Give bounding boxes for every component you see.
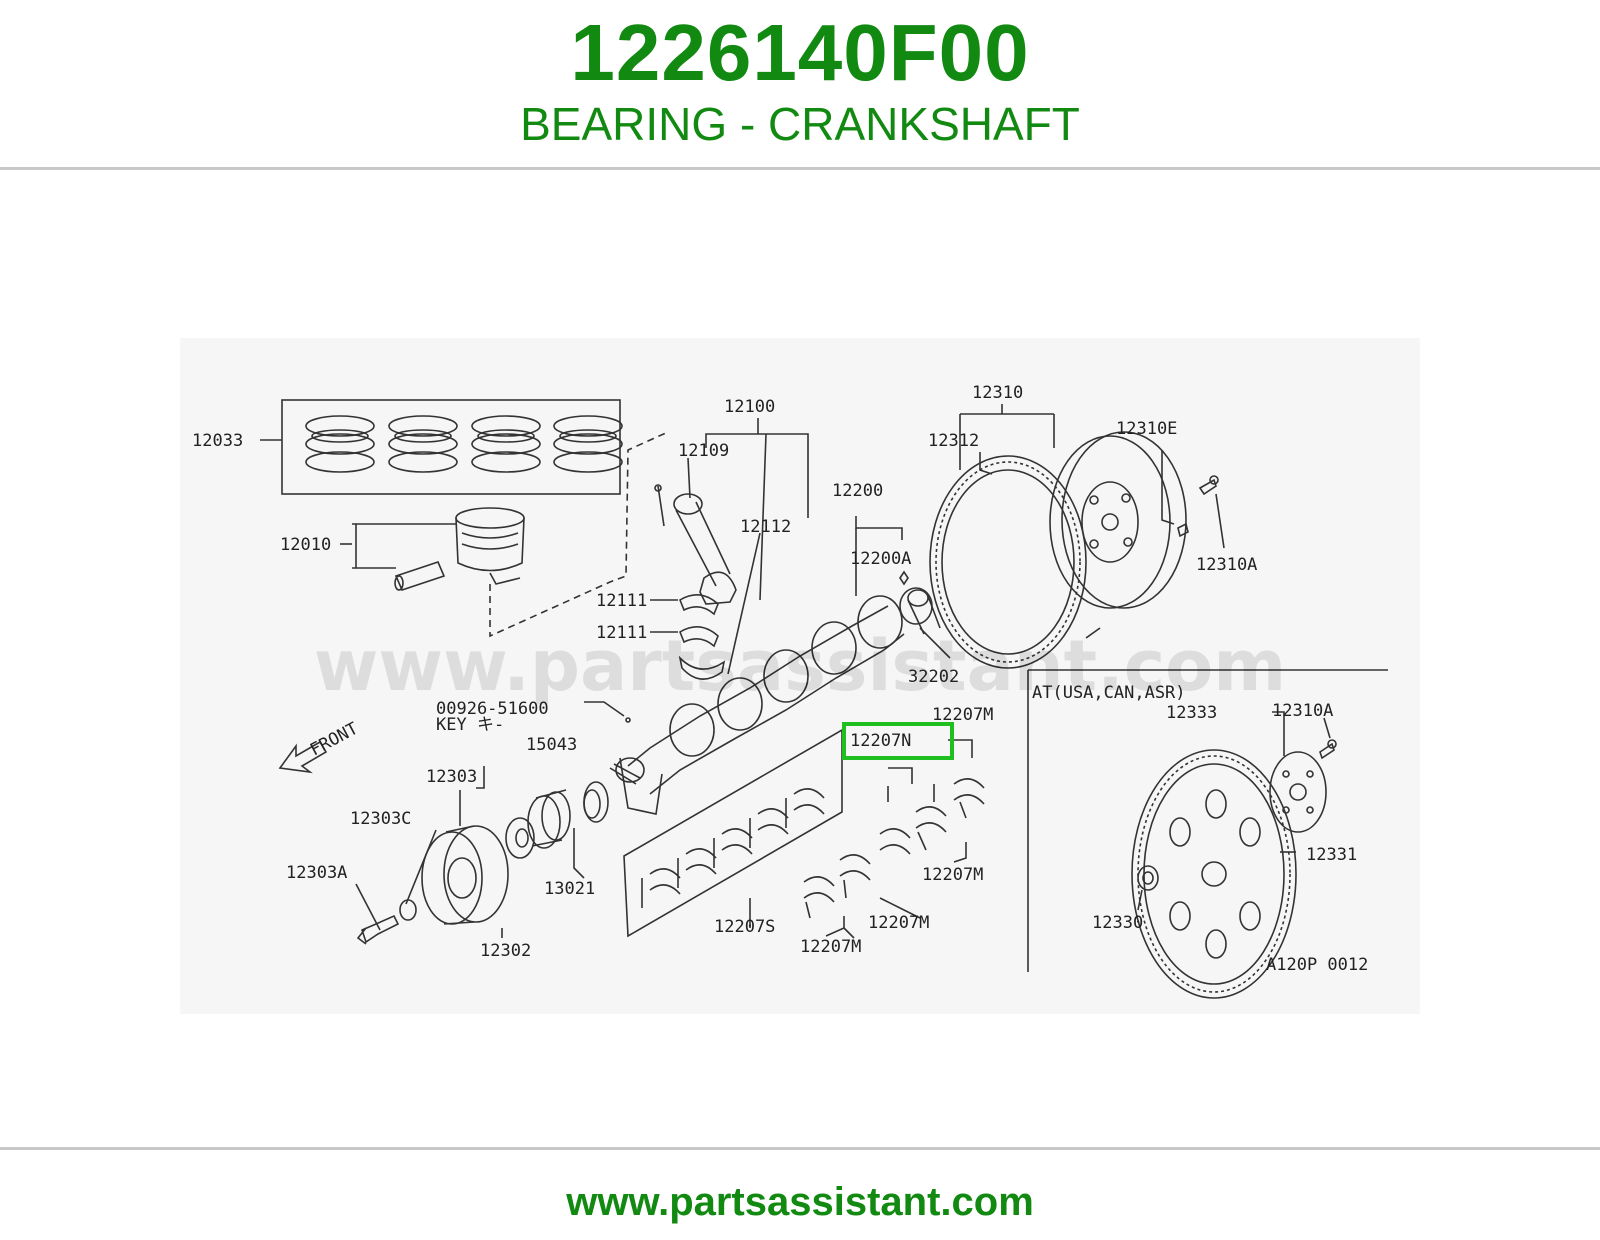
callout-12111-upper: 12111: [596, 591, 647, 611]
rod-cap: [678, 655, 726, 680]
callout-12207M-top: 12207M: [932, 705, 993, 725]
callout-key: KEY キ-: [436, 715, 504, 735]
callout-12310A: 12310A: [1196, 555, 1257, 575]
thrust-bearing-shells: [803, 778, 985, 919]
flywheel-bolt: [1177, 475, 1219, 538]
crank-pulley: [421, 825, 509, 925]
callout-12331: 12331: [1306, 845, 1357, 865]
pulley-washer: [399, 899, 417, 921]
callout-12312: 12312: [928, 431, 979, 451]
callout-12010: 12010: [280, 535, 331, 555]
parts-diagram: www.partsassistant.com 12033 12010 12100…: [180, 338, 1420, 1014]
callout-12310: 12310: [972, 383, 1023, 403]
callout-12200: 12200: [832, 481, 883, 501]
callout-00926-51600: 00926-51600: [436, 699, 549, 719]
callout-12111-lower: 12111: [596, 623, 647, 643]
drive-plate-reinforcement: [1269, 751, 1327, 833]
callout-12302: 12302: [480, 941, 531, 961]
callout-12333: 12333: [1166, 703, 1217, 723]
callout-12109: 12109: [678, 441, 729, 461]
drive-plate-bolt: [1319, 739, 1337, 760]
callout-12310A-at: 12310A: [1272, 701, 1333, 721]
callout-12207M-center: 12207M: [868, 913, 929, 933]
rod-bearing-upper: [679, 594, 719, 616]
crank-sprocket: [527, 789, 571, 849]
spacer-12330: [1137, 865, 1159, 891]
diagram-svg: www.partsassistant.com 12033 12010 12100…: [192, 383, 1388, 999]
callout-12303: 12303: [426, 767, 477, 787]
piston-pin: [394, 561, 446, 591]
callout-labels: 12033 12010 12100 12109 12112 12111 1211…: [192, 383, 1368, 975]
crank-seal-washer: [505, 817, 535, 859]
header-divider: [0, 167, 1600, 170]
part-description: BEARING - CRANKSHAFT: [520, 98, 1080, 150]
ring-gear: [929, 455, 1087, 669]
highlighted-part-box: [842, 722, 954, 760]
main-bearing-shells: [641, 788, 825, 908]
at-inset-border: [1027, 669, 1388, 972]
page-header: 1226140F00 BEARING - CRANKSHAFT: [0, 0, 1600, 168]
callout-13021: 13021: [544, 879, 595, 899]
front-arrow-icon: [278, 740, 328, 774]
callout-12310E: 12310E: [1116, 419, 1177, 439]
part-number: 1226140F00: [570, 8, 1030, 97]
watermark: www.partsassistant.com: [314, 625, 1286, 707]
callout-12112: 12112: [740, 517, 791, 537]
callout-12200A: 12200A: [850, 549, 911, 569]
oil-pump-drive-spacer: [583, 781, 609, 823]
piston-ring-set: [305, 415, 623, 473]
callout-12207M-bottom: 12207M: [800, 937, 861, 957]
rod-bearing-lower: [679, 626, 719, 648]
connecting-rod: [654, 484, 737, 605]
callout-12033: 12033: [192, 431, 243, 451]
callout-12100: 12100: [724, 397, 775, 417]
callout-12303A: 12303A: [286, 863, 347, 883]
callout-32202: 32202: [908, 667, 959, 687]
callout-12303C: 12303C: [350, 809, 411, 829]
piston: [455, 507, 525, 585]
piston-ring-box: [281, 399, 621, 495]
diagram-code: A120P 0012: [1266, 955, 1368, 975]
footer-divider: [0, 1147, 1600, 1150]
callout-12207N: 12207N: [850, 731, 911, 751]
callout-12207S: 12207S: [714, 917, 775, 937]
callout-12330: 12330: [1092, 913, 1143, 933]
pulley-bolt: [356, 914, 400, 945]
flywheel: [1049, 431, 1187, 639]
at-variant-label: AT(USA,CAN,ASR): [1032, 683, 1186, 703]
crankshaft: [609, 587, 933, 815]
front-label: FRONT: [307, 719, 362, 761]
main-bearing-box: [623, 728, 843, 938]
callout-15043: 15043: [526, 735, 577, 755]
footer-site-url[interactable]: www.partsassistant.com: [566, 1180, 1034, 1224]
callout-12207M-right: 12207M: [922, 865, 983, 885]
